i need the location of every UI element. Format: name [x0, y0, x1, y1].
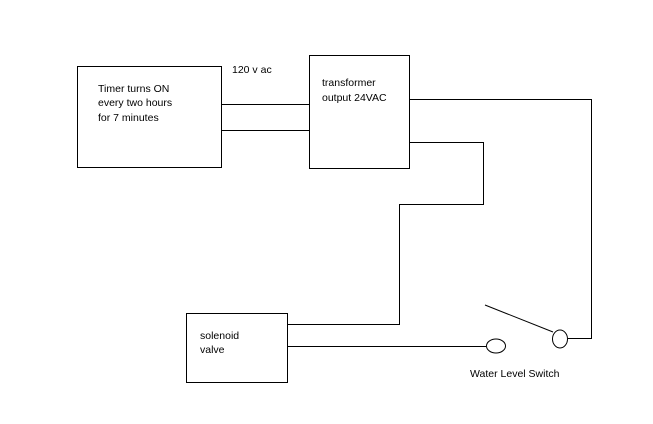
- timer-box: [77, 66, 222, 168]
- solenoid-valve-box: [186, 313, 288, 383]
- solenoid-label-line-2: valve: [200, 344, 225, 356]
- transformer-label-line-1: transformer: [322, 77, 376, 89]
- switch-right-contact: [552, 329, 568, 349]
- transformer-label-line-2: output 24VAC: [322, 92, 387, 104]
- timer-label-line-2: every two hours: [98, 97, 172, 109]
- timer-label-line-1: Timer turns ON: [98, 83, 169, 95]
- supply-voltage-label: 120 v ac: [232, 64, 272, 76]
- solenoid-label-line-1: solenoid: [200, 330, 239, 342]
- transformer-box: [309, 55, 410, 169]
- water-level-switch-label: Water Level Switch: [470, 368, 560, 380]
- transformer-to-solenoid-wire: [287, 142, 484, 325]
- switch-left-contact: [486, 338, 506, 354]
- transformer-to-switch-wire: [409, 99, 592, 339]
- switch-lever: [484, 304, 554, 333]
- timer-label-line-3: for 7 minutes: [98, 112, 159, 124]
